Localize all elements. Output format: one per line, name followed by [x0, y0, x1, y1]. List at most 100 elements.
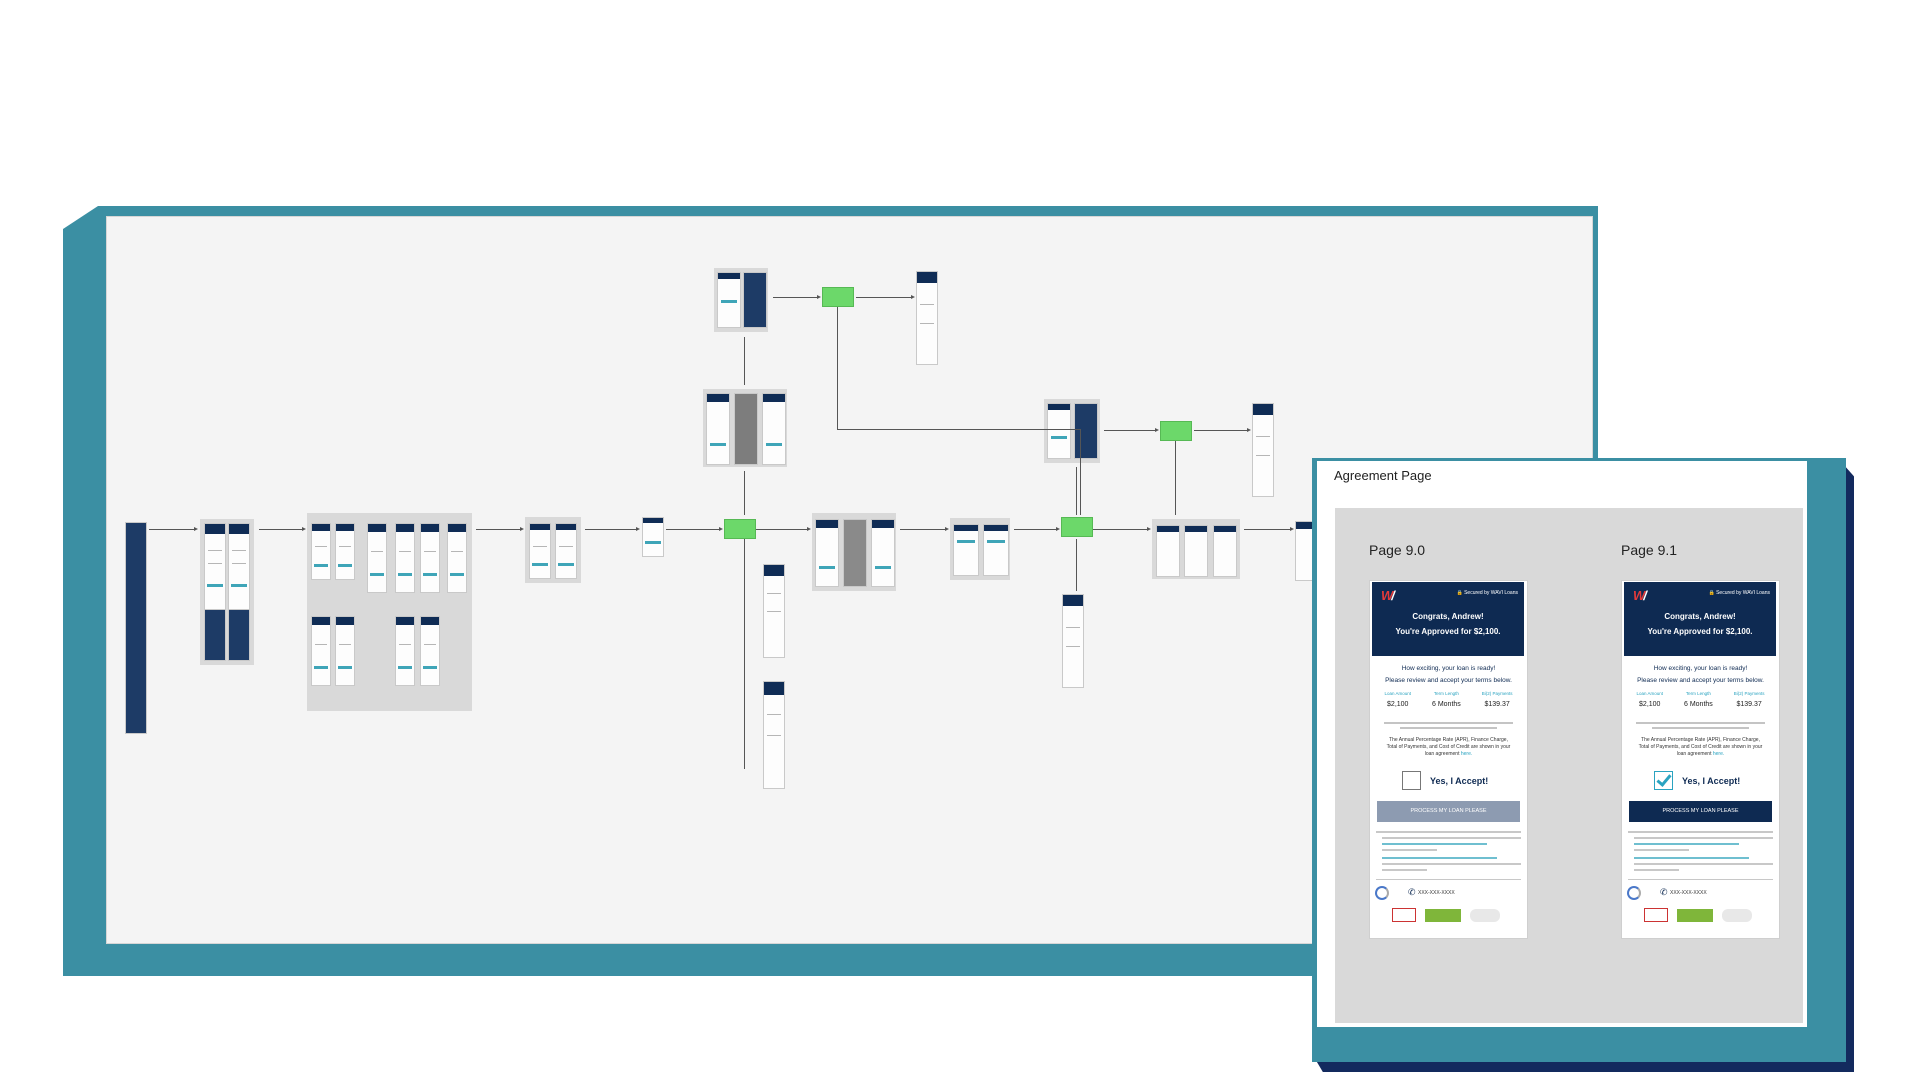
flow-line [1076, 467, 1077, 515]
loan-term-label: Loan Amount [1636, 691, 1664, 696]
approved-heading: You're Approved for $2,100. [1647, 627, 1753, 636]
loan-term-label: Bi(2) Payments [1481, 691, 1513, 696]
flow-screen[interactable] [1252, 403, 1274, 497]
flow-group[interactable] [950, 518, 1010, 580]
legal-link-line[interactable] [1634, 857, 1749, 859]
accept-label[interactable]: Yes, I Accept! [1682, 775, 1741, 786]
divider [1376, 879, 1521, 880]
legal-link-line[interactable] [1634, 843, 1739, 845]
loan-term-label: Bi(2) Payments [1733, 691, 1765, 696]
loan-term: Loan Amount $2,100 [1636, 691, 1663, 708]
loan-term-value: $2,100 [1639, 701, 1661, 708]
process-loan-button[interactable]: PROCESS MY LOAN PLEASE [1377, 801, 1520, 822]
flow-line [837, 429, 1080, 430]
flow-screen[interactable] [763, 681, 785, 789]
flow-group[interactable] [812, 513, 896, 591]
legal-text-line [1628, 831, 1773, 833]
flow-line [1175, 441, 1176, 515]
agreement-panel-title: Agreement Page [1334, 468, 1432, 483]
flow-screen[interactable] [916, 271, 938, 365]
flow-arrow [1093, 527, 1151, 531]
trust-badges [1392, 908, 1500, 922]
flow-screen[interactable] [1062, 594, 1084, 688]
flow-group[interactable] [1044, 399, 1100, 463]
loan-term-value: 6 Months [1683, 701, 1713, 708]
flow-group[interactable] [525, 517, 581, 583]
association-badge-icon [1392, 908, 1416, 922]
loan-term: Bi(2) Payments $139.37 [1734, 691, 1765, 708]
flow-group[interactable] [1152, 519, 1240, 579]
phone-number[interactable]: XXX-XXX-XXXX [1418, 890, 1455, 896]
lock-icon: 🔒 [1708, 590, 1715, 596]
decision-node[interactable] [724, 519, 756, 539]
apr-link[interactable]: here. [1460, 751, 1473, 757]
loan-term: Loan Amount $2,100 [1384, 691, 1411, 708]
accept-label[interactable]: Yes, I Accept! [1430, 775, 1489, 786]
lock-icon: 🔒 [1456, 590, 1463, 596]
trust-seal-icon [1425, 908, 1461, 922]
decision-node[interactable] [1061, 517, 1093, 537]
flow-screen[interactable] [642, 517, 664, 557]
loan-term-value: $139.37 [1484, 701, 1510, 708]
flow-arrow [149, 527, 198, 531]
loan-agreement-screen[interactable]: W/ 🔒 Secured by WAVI Loans Congrats, And… [1369, 580, 1528, 939]
recaptcha-icon[interactable] [1627, 886, 1641, 900]
legal-link-line[interactable] [1382, 857, 1497, 859]
decision-node[interactable] [822, 287, 854, 307]
legal-link-line[interactable] [1382, 843, 1487, 845]
loan-term: Term Length 6 Months [1684, 691, 1713, 708]
flow-group[interactable] [200, 519, 254, 665]
loan-terms-row: Loan Amount $2,100 Term Length 6 Months … [1374, 691, 1523, 708]
trust-badges [1644, 908, 1752, 922]
flow-group[interactable] [307, 513, 472, 711]
approved-heading: You're Approved for $2,100. [1395, 627, 1501, 636]
loan-term-value: $139.37 [1736, 701, 1762, 708]
congrats-heading: Congrats, Andrew! [1664, 612, 1736, 621]
flow-line [1076, 539, 1077, 591]
business-badge-icon [1722, 908, 1752, 922]
decision-node[interactable] [1160, 421, 1192, 441]
flow-arrow [856, 295, 915, 299]
flow-arrow [1104, 428, 1159, 432]
flow-arrow [1194, 428, 1251, 432]
secured-by-label: 🔒 Secured by WAVI Loans [1708, 590, 1770, 596]
congrats-heading: Congrats, Andrew! [1412, 612, 1484, 621]
process-loan-button[interactable]: PROCESS MY LOAN PLEASE [1629, 801, 1772, 822]
legal-text-line [1376, 831, 1521, 833]
accept-row[interactable]: Yes, I Accept! [1402, 771, 1488, 790]
flow-screen[interactable] [125, 522, 147, 734]
wavi-logo-icon: W/ [1381, 588, 1395, 603]
business-badge-icon [1470, 908, 1500, 922]
flow-arrow [1244, 527, 1294, 531]
flow-arrow [900, 527, 949, 531]
loan-term-label: Term Length [1433, 691, 1459, 696]
flow-screen[interactable] [763, 564, 785, 658]
wavi-logo-icon: W/ [1633, 588, 1647, 603]
loan-agreement-screen[interactable]: W/ 🔒 Secured by WAVI Loans Congrats, And… [1621, 580, 1780, 939]
checkbox-icon[interactable] [1654, 771, 1673, 790]
divider [1628, 879, 1773, 880]
page-label: Page 9.1 [1621, 542, 1678, 558]
recaptcha-icon[interactable] [1375, 886, 1389, 900]
disclaimer-line [1400, 727, 1497, 729]
legal-text-line [1382, 849, 1437, 851]
disclaimer-line [1636, 722, 1765, 724]
phone-icon: ✆ [1408, 887, 1416, 897]
flow-line [744, 337, 745, 385]
disclaimer-line [1384, 722, 1513, 724]
loan-term-label: Term Length [1685, 691, 1711, 696]
flow-line [744, 471, 745, 515]
apr-disclosure: The Annual Percentage Rate (APR), Financ… [1638, 737, 1763, 757]
flow-arrow [1014, 527, 1060, 531]
apr-link[interactable]: here. [1712, 751, 1725, 757]
legal-text-line [1382, 837, 1521, 839]
accept-row[interactable]: Yes, I Accept! [1654, 771, 1740, 790]
flow-group[interactable] [714, 268, 768, 332]
flow-group[interactable] [703, 389, 787, 467]
legal-text-line [1634, 869, 1679, 871]
phone-number[interactable]: XXX-XXX-XXXX [1670, 890, 1707, 896]
flow-arrow [756, 527, 811, 531]
flow-arrow [773, 295, 821, 299]
checkbox-icon[interactable] [1402, 771, 1421, 790]
loan-ready-text: How exciting, your loan is ready!Please … [1637, 665, 1764, 684]
